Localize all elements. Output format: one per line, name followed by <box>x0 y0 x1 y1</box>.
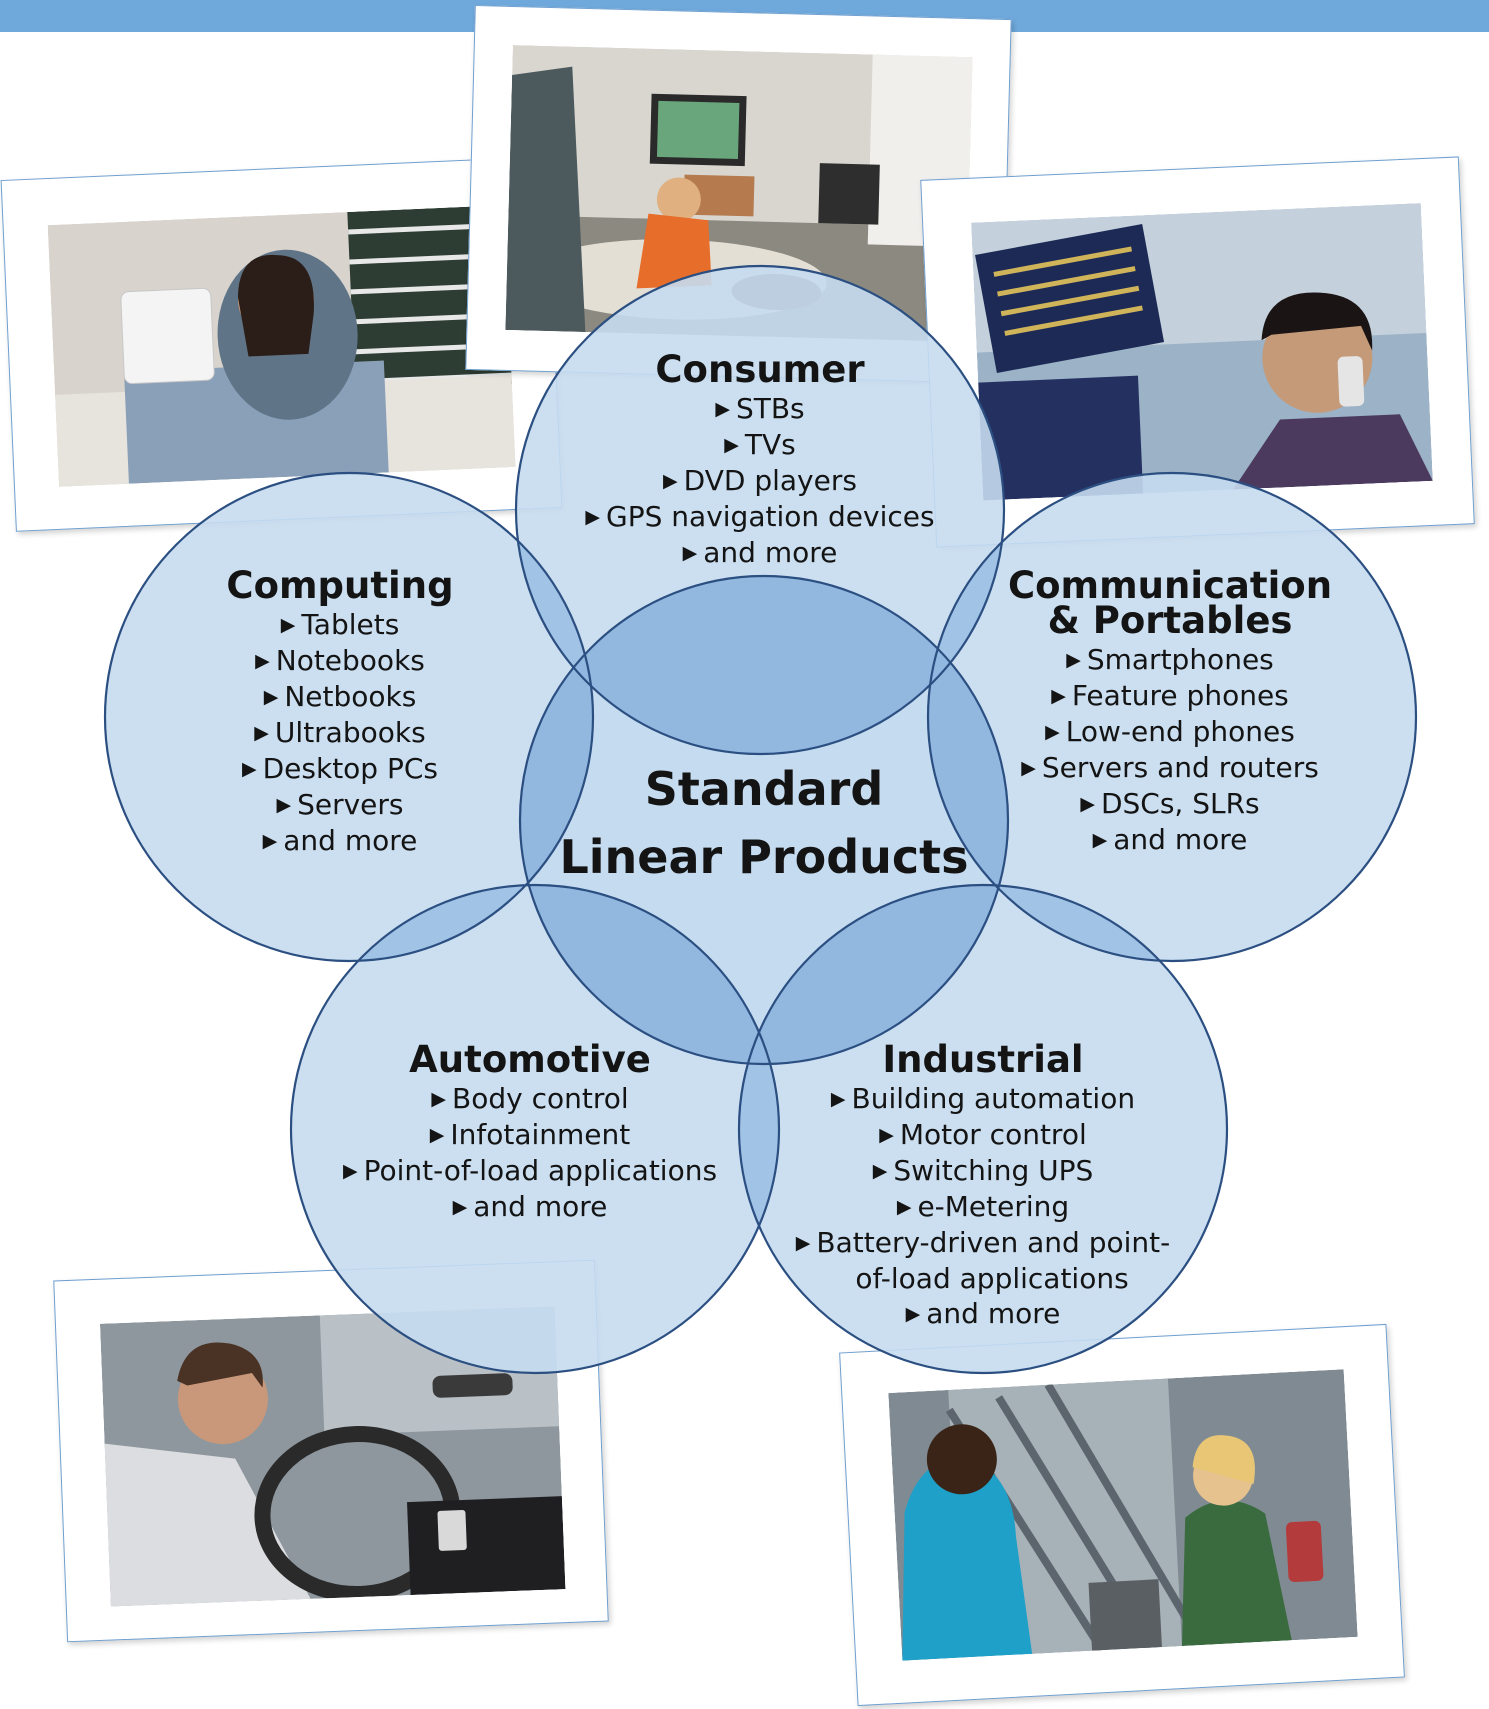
list-item: ▶Motor control <box>879 1118 1087 1151</box>
right-triangle-icon: ▶ <box>663 470 678 492</box>
right-triangle-icon: ▶ <box>254 722 269 744</box>
overlap-industrial-center <box>739 885 1008 1064</box>
segment-list: ▶Body control ▶Infotainment ▶Point-of-lo… <box>330 1081 730 1225</box>
list-item-continuation: of-load applications <box>855 1262 1129 1295</box>
right-triangle-icon: ▶ <box>342 1160 358 1182</box>
overlap-regions <box>291 473 1227 1373</box>
list-item: ▶STBs <box>715 392 805 425</box>
list-item: ▶TVs <box>724 428 796 461</box>
list-item: ▶Feature phones <box>1051 679 1289 712</box>
right-triangle-icon: ▶ <box>262 830 278 852</box>
list-item: ▶Desktop PCs <box>241 752 439 785</box>
right-triangle-icon: ▶ <box>241 758 257 780</box>
right-triangle-icon: ▶ <box>872 1160 888 1182</box>
center-title: Standard Linear Products <box>534 755 994 891</box>
list-item: ▶Smartphones <box>1066 643 1274 676</box>
list-item: ▶Servers and routers <box>1021 751 1319 784</box>
right-triangle-icon: ▶ <box>255 650 270 672</box>
right-triangle-icon: ▶ <box>280 614 296 636</box>
segment-list: ▶STBs ▶TVs ▶DVD players ▶GPS navigation … <box>560 391 960 571</box>
right-triangle-icon: ▶ <box>1080 793 1095 815</box>
segment-title: Communication <box>1007 564 1333 607</box>
list-item: ▶DSCs, SLRs <box>1080 787 1260 820</box>
circle-communication <box>928 473 1416 961</box>
right-triangle-icon: ▶ <box>879 1124 894 1146</box>
right-triangle-icon: ▶ <box>1021 757 1036 779</box>
segment-computing: Computing ▶Tablets ▶Notebooks ▶Netbooks … <box>190 564 490 859</box>
right-triangle-icon: ▶ <box>263 686 279 708</box>
right-triangle-icon: ▶ <box>1045 721 1060 743</box>
segment-list: ▶Tablets ▶Notebooks ▶Netbooks ▶Ultrabook… <box>190 607 490 859</box>
list-item: ▶GPS navigation devices <box>585 500 935 533</box>
segment-title: & Portables <box>1047 599 1293 642</box>
list-item: ▶Notebooks <box>255 644 425 677</box>
photo-automotive <box>53 1259 609 1643</box>
overlap-automotive-center <box>520 885 779 1064</box>
list-item: ▶DVD players <box>663 464 857 497</box>
list-item: ▶Tablets <box>280 608 400 641</box>
list-item: ▶and more <box>1092 823 1248 856</box>
right-triangle-icon: ▶ <box>905 1303 921 1325</box>
photo-man-driving-car <box>99 1306 566 1607</box>
list-item: ▶Body control <box>431 1082 629 1115</box>
list-item: ▶Servers <box>276 788 404 821</box>
center-title-line1: Standard <box>644 762 884 816</box>
right-triangle-icon: ▶ <box>1066 649 1081 671</box>
segment-automotive: Automotive ▶Body control ▶Infotainment ▶… <box>330 1038 730 1225</box>
right-triangle-icon: ▶ <box>724 434 739 456</box>
segment-title: Computing <box>226 564 454 607</box>
segment-industrial: Industrial ▶Building automation ▶Motor c… <box>783 1038 1183 1332</box>
photo-women-at-escalator-ticket-gate <box>888 1369 1358 1661</box>
right-triangle-icon: ▶ <box>830 1088 846 1110</box>
right-triangle-icon: ▶ <box>585 506 601 528</box>
list-item: ▶Point-of-load applications <box>342 1154 718 1187</box>
list-item: ▶Battery-driven and point- <box>795 1226 1171 1259</box>
center-title-line2: Linear Products <box>559 830 969 884</box>
segment-title: Consumer <box>655 348 865 391</box>
segment-communication: Communication & Portables ▶Smartphones ▶… <box>1000 564 1340 858</box>
right-triangle-icon: ▶ <box>1092 829 1108 851</box>
segment-consumer: Consumer ▶STBs ▶TVs ▶DVD players ▶GPS na… <box>560 348 960 571</box>
list-item: ▶and more <box>452 1190 608 1223</box>
list-item: ▶and more <box>682 536 838 569</box>
circle-outlines <box>103 264 1418 1375</box>
segment-title: Industrial <box>882 1038 1084 1081</box>
right-triangle-icon: ▶ <box>452 1196 468 1218</box>
right-triangle-icon: ▶ <box>276 794 292 816</box>
right-triangle-icon: ▶ <box>896 1196 912 1218</box>
right-triangle-icon: ▶ <box>795 1232 811 1254</box>
list-item: ▶Switching UPS <box>872 1154 1094 1187</box>
list-item: ▶and more <box>905 1297 1061 1330</box>
right-triangle-icon: ▶ <box>1051 685 1066 707</box>
segment-title: Automotive <box>409 1038 651 1081</box>
list-item: ▶and more <box>262 824 418 857</box>
right-triangle-icon: ▶ <box>715 398 730 420</box>
right-triangle-icon: ▶ <box>431 1088 446 1110</box>
segment-list: ▶Building automation ▶Motor control ▶Swi… <box>783 1081 1183 1332</box>
list-item: ▶Low-end phones <box>1045 715 1295 748</box>
circle-computing <box>105 473 593 961</box>
overlap-consumer-center <box>520 576 1004 754</box>
segment-list: ▶Smartphones ▶Feature phones ▶Low-end ph… <box>1000 642 1340 858</box>
list-item: ▶e-Metering <box>896 1190 1070 1223</box>
photo-industrial <box>839 1323 1405 1707</box>
list-item: ▶Building automation <box>830 1082 1136 1115</box>
list-item: ▶Infotainment <box>429 1118 631 1151</box>
photo-communication <box>920 156 1475 548</box>
photo-man-on-phone-at-airport <box>971 203 1433 501</box>
right-triangle-icon: ▶ <box>682 542 698 564</box>
list-item: ▶Ultrabooks <box>254 716 426 749</box>
list-item: ▶Netbooks <box>263 680 417 713</box>
right-triangle-icon: ▶ <box>429 1124 445 1146</box>
